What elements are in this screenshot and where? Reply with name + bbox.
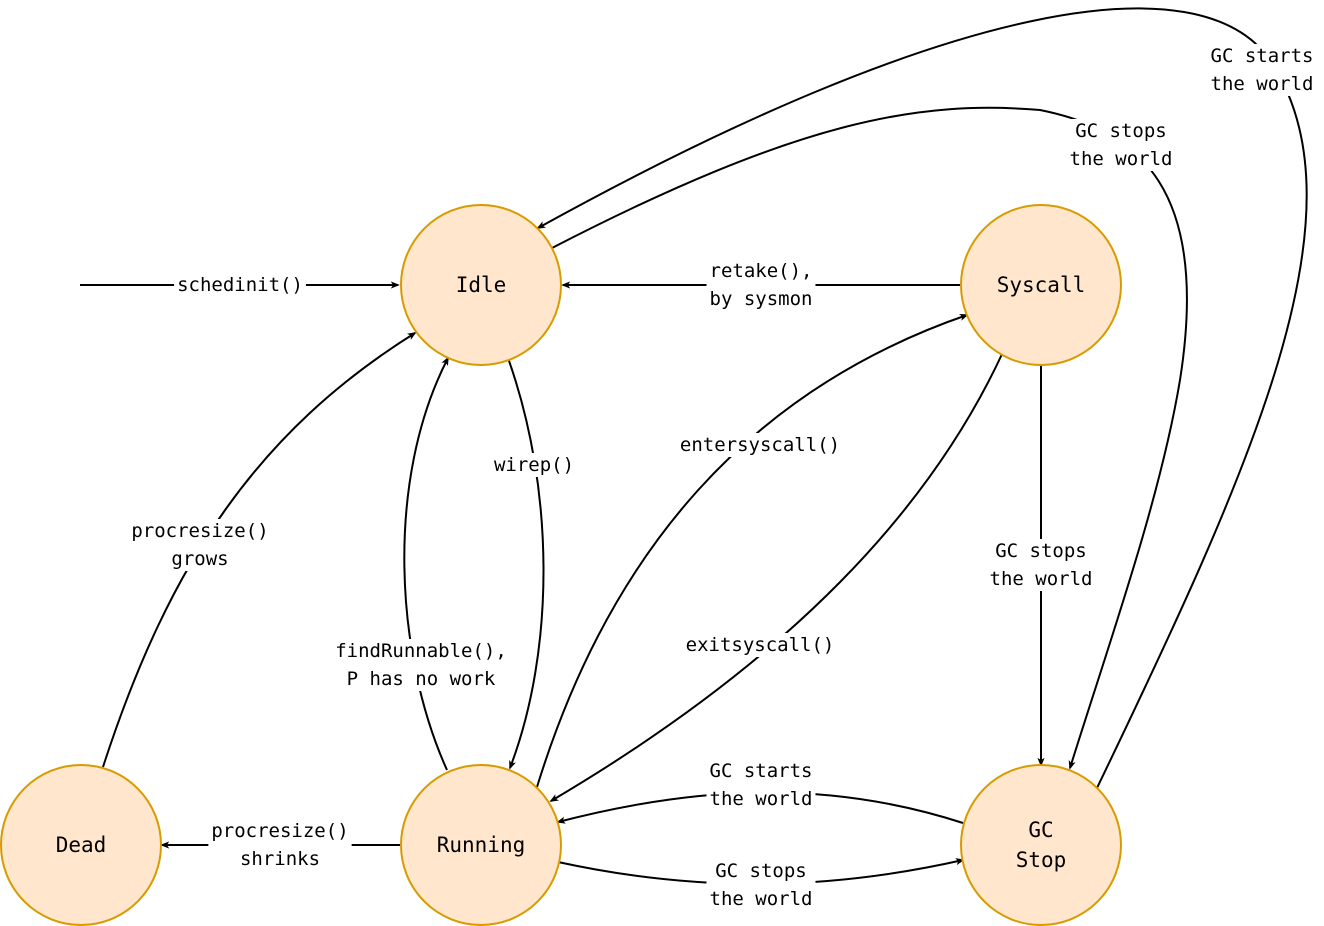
label-background (208, 819, 352, 871)
label-entersyscall: entersyscall() (680, 434, 840, 456)
edge-exitsyscall (549, 351, 1004, 802)
node-running-label-line: Running (437, 833, 526, 857)
node-dead-label: Dead (56, 833, 107, 857)
label-running-gc-stop-line: the world (710, 888, 813, 910)
label-exitsyscall-line: exitsyscall() (686, 634, 835, 656)
label-background (986, 539, 1096, 591)
edge-idle-gc-stop (551, 106, 1188, 770)
label-idle-gc-stop: GC stops the world (1070, 120, 1173, 170)
label-retake-line: by sysmon (710, 288, 813, 310)
label-idle-gc-stop-line: GC stops (1075, 120, 1167, 142)
node-gc-stop[interactable]: GC Stop (960, 764, 1122, 926)
node-running[interactable]: Running (400, 764, 562, 926)
label-background (174, 273, 306, 297)
node-idle-label: Idle (456, 273, 507, 297)
edge-gc-start-idle (536, 7, 1308, 789)
label-procresize-shrinks-line: shrinks (240, 848, 320, 870)
label-background (332, 639, 510, 691)
label-gc-start-idle-line: the world (1211, 73, 1314, 95)
node-gc-stop-label-line: Stop (1016, 848, 1067, 872)
label-background (1066, 119, 1176, 171)
label-wirep-line: wirep() (494, 454, 574, 476)
label-procresize-grows: procresize() grows (131, 520, 268, 570)
node-syscall[interactable]: Syscall (960, 204, 1122, 366)
node-running-label: Running (437, 833, 526, 857)
label-syscall-gc-stop: GC stops the world (990, 540, 1093, 590)
label-exitsyscall: exitsyscall() (686, 634, 835, 656)
label-procresize-shrinks-line: procresize() (211, 820, 348, 842)
label-running-gc-stop-line: GC stops (715, 860, 807, 882)
node-gc-stop-label: GC Stop (1016, 818, 1067, 872)
label-procresize-shrinks: procresize() shrinks (211, 820, 348, 870)
label-background (706, 759, 816, 811)
label-gc-start-running: GC starts the world (710, 760, 813, 810)
label-schedinit-line: schedinit() (177, 274, 303, 296)
node-idle[interactable]: Idle (400, 204, 562, 366)
label-syscall-gc-stop-line: the world (990, 568, 1093, 590)
nodes-layer: Idle Syscall Dead Running GC Stop (0, 204, 1122, 926)
label-background (682, 633, 838, 657)
node-syscall-label-line: Syscall (997, 273, 1086, 297)
edge-findrunnable (403, 356, 449, 771)
label-findrunnable-line: findRunnable(), (335, 640, 507, 662)
node-gc-stop-label-line: GC (1028, 818, 1053, 842)
edge-labels-layer: schedinit() retake(), by sysmon wirep() p… (128, 44, 1317, 911)
node-dead-label-line: Dead (56, 833, 107, 857)
label-findrunnable-line: P has no work (347, 668, 496, 690)
label-wirep: wirep() (494, 454, 574, 476)
label-gc-start-idle-line: GC starts (1211, 45, 1314, 67)
label-background (128, 519, 272, 571)
label-background (1207, 44, 1317, 96)
label-retake-line: retake(), (710, 260, 813, 282)
edge-procresize-grows (102, 332, 417, 768)
edge-wirep (507, 357, 545, 770)
label-schedinit: schedinit() (177, 274, 303, 296)
label-running-gc-stop: GC stops the world (710, 860, 813, 910)
label-retake: retake(), by sysmon (710, 260, 813, 310)
label-background (676, 433, 844, 457)
label-background (706, 259, 816, 311)
label-gc-start-running-line: the world (710, 788, 813, 810)
label-gc-start-idle: GC starts the world (1211, 45, 1314, 95)
label-background (490, 453, 578, 477)
node-idle-label-line: Idle (456, 273, 507, 297)
node-syscall-label: Syscall (997, 273, 1086, 297)
label-procresize-grows-line: procresize() (131, 520, 268, 542)
node-dead[interactable]: Dead (0, 764, 162, 926)
label-entersyscall-line: entersyscall() (680, 434, 840, 456)
edge-entersyscall (536, 313, 969, 788)
label-syscall-gc-stop-line: GC stops (995, 540, 1087, 562)
label-procresize-grows-line: grows (171, 548, 228, 570)
label-background (706, 859, 816, 911)
label-findrunnable: findRunnable(), P has no work (335, 640, 507, 690)
label-gc-start-running-line: GC starts (710, 760, 813, 782)
label-idle-gc-stop-line: the world (1070, 148, 1173, 170)
